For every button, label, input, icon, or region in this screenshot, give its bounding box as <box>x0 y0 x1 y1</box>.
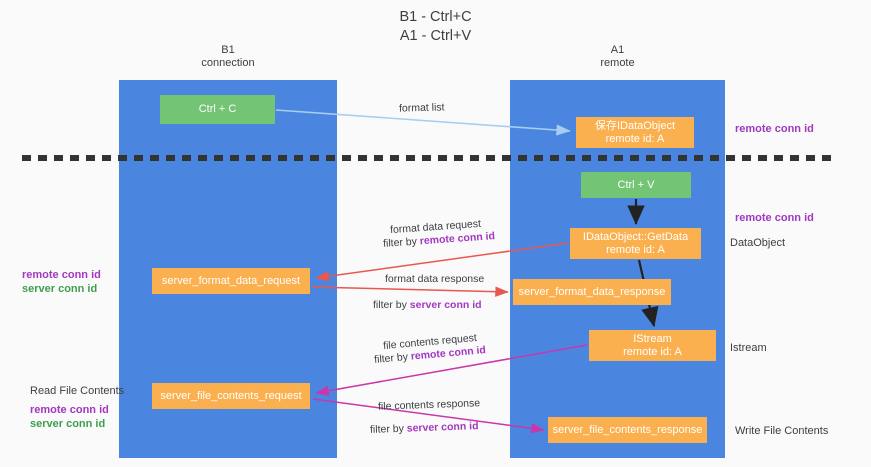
node-istream-label: IStream <box>633 332 672 345</box>
column-header-a1-name: A1 <box>610 44 625 56</box>
annotation-server-conn-id-2: server conn id <box>30 418 106 430</box>
node-server-format-data-response[interactable]: server_format_data_response <box>513 279 671 305</box>
node-server-file-contents-response[interactable]: server_file_contents_response <box>548 417 707 443</box>
node-server-format-data-response-label: server_format_data_response <box>518 285 666 298</box>
edge-label-format-list-text: format list <box>398 101 445 115</box>
edge-label-format-data-response-filter: filter by server conn id <box>373 298 482 312</box>
filter-key-server-conn-id: server conn id <box>406 420 479 435</box>
node-ctrl-c-label: Ctrl + C <box>198 103 237 115</box>
column-header-b1-name: B1 <box>221 44 235 56</box>
annotation-group-file: Read File Contents remote conn id server… <box>30 384 124 431</box>
node-server-format-data-request-label: server_format_data_request <box>161 274 301 287</box>
node-server-file-contents-response-label: server_file_contents_response <box>552 423 703 436</box>
title-line-1: B1 - Ctrl+C <box>399 9 472 25</box>
phase-divider <box>22 155 832 161</box>
annotation-istream: Istream <box>730 342 767 354</box>
node-copy-dataobject-sub: remote id: A <box>605 132 665 145</box>
node-copy-dataobject[interactable]: 保存IDataObject remote id: A <box>576 117 694 148</box>
filter-prefix: filter by <box>369 422 407 436</box>
filter-key-server-conn-id: server conn id <box>409 299 482 311</box>
annotation-remote-conn-id-mid: remote conn id <box>735 212 814 224</box>
edge-label-format-data-response-text: format data response <box>385 273 485 285</box>
filter-key-remote-conn-id: remote conn id <box>419 230 496 248</box>
node-idataobject-getdata-sub: remote id: A <box>606 243 665 256</box>
filter-prefix: filter by <box>382 235 421 250</box>
annotation-remote-conn-id-2: remote conn id <box>30 404 109 416</box>
annotation-write-file-contents: Write File Contents <box>735 425 829 437</box>
node-ctrl-c[interactable]: Ctrl + C <box>160 95 275 124</box>
node-server-file-contents-request-label: server_file_contents_request <box>160 389 302 402</box>
node-server-file-contents-request[interactable]: server_file_contents_request <box>152 383 310 409</box>
node-server-format-data-request[interactable]: server_format_data_request <box>152 268 310 294</box>
annotation-dataobject: DataObject <box>730 237 786 249</box>
annotation-server-conn-id-1: server conn id <box>22 283 98 295</box>
node-ctrl-v[interactable]: Ctrl + V <box>581 172 691 198</box>
edge-label-format-data-response: format data response <box>385 272 484 286</box>
edge-label-file-contents-response-text: file contents response <box>377 397 481 413</box>
node-idataobject-getdata[interactable]: IDataObject::GetData remote id: A <box>570 228 701 259</box>
column-header-b1: B1 connection <box>119 44 337 70</box>
edge-label-file-contents-response-filter: filter by server conn id <box>370 419 479 437</box>
arrow-format-data-response <box>311 286 509 297</box>
column-header-b1-sub: connection <box>201 57 255 69</box>
annotation-group-format: remote conn id server conn id <box>22 268 101 296</box>
filter-prefix: filter by <box>373 350 412 366</box>
annotation-remote-conn-id-top: remote conn id <box>735 123 814 135</box>
column-header-a1: A1 remote <box>510 44 725 70</box>
node-copy-dataobject-label: 保存IDataObject <box>594 119 676 132</box>
title-line-2: A1 - Ctrl+V <box>399 28 472 44</box>
node-istream[interactable]: IStream remote id: A <box>589 330 716 361</box>
edge-label-format-list: format list <box>399 100 445 115</box>
edge-label-file-contents-response: file contents response <box>378 396 481 414</box>
column-header-a1-sub: remote <box>600 57 635 69</box>
annotation-read-file-contents: Read File Contents <box>30 385 125 397</box>
page-title: B1 - Ctrl+C A1 - Ctrl+V <box>0 8 871 46</box>
node-istream-sub: remote id: A <box>623 345 682 358</box>
node-idataobject-getdata-label: IDataObject::GetData <box>582 230 689 243</box>
annotation-remote-conn-id-1: remote conn id <box>22 269 101 281</box>
node-ctrl-v-label: Ctrl + V <box>617 178 655 191</box>
filter-prefix: filter by <box>373 299 410 311</box>
